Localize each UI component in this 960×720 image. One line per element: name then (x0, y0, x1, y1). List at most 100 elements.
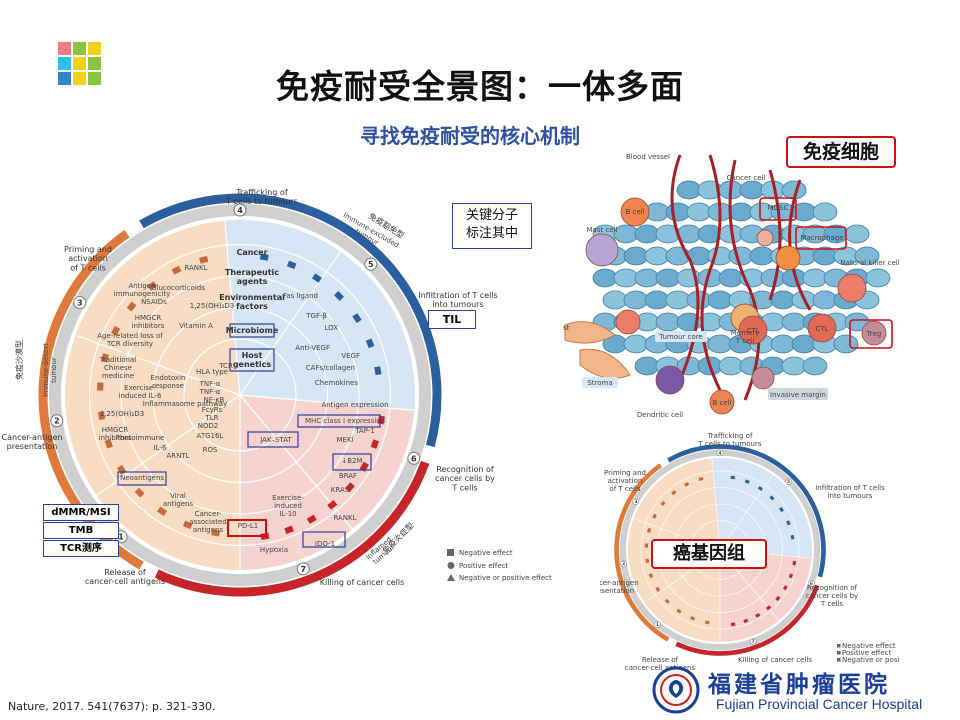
effect-marker (765, 605, 772, 611)
effect-marker (199, 255, 209, 264)
cancer-cell (802, 268, 828, 288)
desert-factor-label: Neoantigens (120, 474, 164, 482)
hospital-name-en: Fujian Provincial Cancer Hospital (716, 696, 923, 712)
inflamed-factor-label: MHC class I expression (305, 417, 385, 425)
legend-square (447, 549, 454, 556)
step-marker (654, 621, 661, 628)
pdl1-box (227, 519, 267, 537)
effect-marker (365, 338, 375, 349)
logo-square (73, 57, 86, 70)
excluded-factor-label: Chemokines (315, 379, 358, 387)
inflamed-factor-label: BRAF (339, 472, 357, 480)
excluded-factor-label: VEGF (341, 352, 360, 360)
step-number: 3 (77, 299, 83, 308)
til-box: TIL (428, 310, 476, 329)
sector-line (711, 458, 721, 551)
stroma-label-bg (582, 377, 618, 388)
inflamed-factor-label: RANKL (333, 514, 356, 522)
cell-label: B cell (712, 399, 731, 407)
effect-marker (644, 543, 649, 548)
cancer-cell (686, 202, 712, 222)
desert-arc (614, 463, 670, 642)
step-number: 6 (810, 581, 813, 586)
step-number: 5 (787, 479, 790, 484)
cell-label: Natural killer cell (840, 259, 899, 267)
cell-label: Dendritic cell (637, 411, 683, 419)
cell-label: Mast cell (587, 226, 618, 234)
cancer-cell (623, 246, 649, 266)
key-molecules-note: 关键分子 标注其中 (452, 203, 532, 249)
cancer-cell (739, 180, 765, 200)
effect-marker (374, 366, 382, 376)
effect-marker (757, 486, 764, 491)
desert-factor-label: FcγRs (202, 406, 223, 414)
inflamed-factor-label: PD-L1 (238, 522, 259, 530)
cancer-cell (812, 290, 838, 310)
effect-marker (690, 616, 696, 621)
effect-marker (755, 612, 761, 618)
inflamed-factor-label: TAP-1 (354, 427, 375, 435)
excluded-arc (667, 444, 826, 578)
tcr-box: TCR测序 (43, 540, 119, 557)
page-title: 免疫耐受全景图：一体多面 (276, 67, 684, 106)
effect-marker (730, 622, 736, 627)
blood-vessel (768, 169, 782, 301)
cancer-cell (812, 202, 838, 222)
effect-marker (786, 520, 791, 526)
effect-marker (676, 608, 682, 614)
step-marker (364, 257, 378, 271)
legend-triangle (447, 574, 455, 581)
mdsc (756, 229, 774, 247)
legend-label: Negative or positive effect (459, 574, 552, 582)
inflamed-factor-label: JAK–STAT (259, 436, 292, 444)
inflamed-factor-label: IDO-1 (315, 540, 335, 548)
effect-marker (782, 585, 788, 591)
cancer-cell (665, 202, 691, 222)
dendritic-cell (655, 365, 685, 395)
treg (861, 320, 887, 346)
sector-line (75, 334, 241, 396)
cancer-cell (865, 268, 891, 288)
logo-square (73, 42, 86, 55)
key-molecule-box (332, 453, 372, 471)
effect-marker (370, 439, 380, 449)
blood-vessel (728, 159, 761, 401)
step-number: 4 (237, 206, 243, 215)
dmmr-box: dMMR/MSI (43, 504, 119, 521)
cancer-cell (781, 356, 807, 376)
logo-square (88, 57, 101, 70)
step-marker (749, 637, 757, 645)
step-marker (73, 296, 87, 309)
effect-marker (334, 291, 344, 301)
cancer-cell (634, 268, 660, 288)
cell-label: MDSC (768, 204, 789, 212)
legend-label: Negative effect (459, 549, 513, 557)
immune-cells-callout: 免疫细胞 (786, 136, 896, 168)
sector-line (96, 394, 241, 496)
cancer-cell (770, 290, 796, 310)
desert-factor-label: TCR (218, 362, 233, 370)
cell-label: Stroma (587, 379, 612, 387)
cell-label: B cell (625, 208, 644, 216)
cancer-cell (623, 334, 649, 354)
cancer-cell (707, 334, 733, 354)
hospital-logo-icon (652, 666, 700, 714)
ctl (738, 315, 768, 345)
inflamed-factor-label: Antigen expression (321, 401, 388, 409)
cell-label: CTL (815, 325, 828, 333)
cell-label: Macrophage (800, 234, 843, 242)
inflamed-factor-label: ROS (203, 446, 218, 454)
desert-factor-label: TNF-α (199, 380, 221, 388)
cancer-cell (613, 268, 639, 288)
cancer-cell (854, 246, 880, 266)
cancer-cell (655, 312, 681, 332)
